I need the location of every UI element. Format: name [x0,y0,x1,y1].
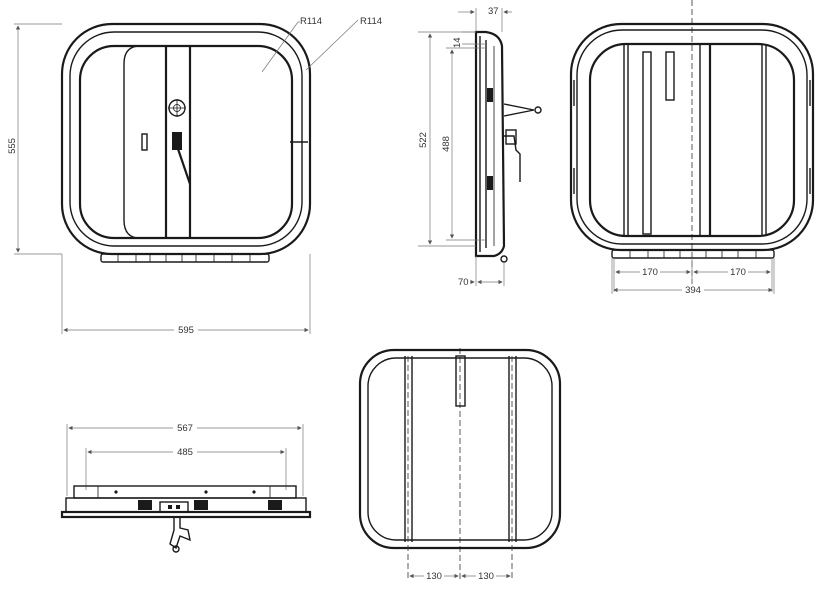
radius-label-2: R114 [360,16,382,27]
front-glass-pane [78,44,294,240]
side-handle [504,135,521,182]
rear-frame-view: 130 130 [358,348,562,582]
back-view: 170 170 394 [569,0,815,296]
flange-label: 14 [452,37,463,48]
inner-height-label: 488 [441,136,452,152]
outer-height-label: 522 [418,132,429,148]
front-latch-slot [141,133,148,151]
width-dimension-label: 595 [178,325,194,336]
back-hinge-strip [611,249,775,259]
radius-label-1: R114 [300,16,322,27]
bottom-inner-width-label: 485 [177,447,193,458]
rear-right-spacing-label: 130 [478,571,494,582]
bottom-top-plate [73,485,297,499]
back-mid-frame [576,29,808,245]
side-bottom-pivot [500,255,508,263]
bottom-hinge-left [138,500,152,510]
front-outer-frame [60,22,312,256]
back-rail-left [642,51,652,235]
rear-outer-frame [358,348,562,550]
bottom-view: 567 485 [60,422,312,553]
front-mid-frame [69,31,303,247]
side-hinge-upper [487,88,493,102]
side-view: 37 14 522 488 70 [418,6,542,288]
side-vent-knob [503,103,535,117]
rear-inner-frame [367,357,553,541]
bottom-latch-housing [159,501,189,513]
front-view: R114 R114 555 595 [7,16,382,336]
bottom-handle [169,517,191,550]
height-dimension-label: 555 [7,138,18,154]
front-handle-lever [175,145,192,185]
offset-label: 70 [458,277,469,288]
front-sash-left-edge [123,45,166,239]
side-hinge-lower [487,176,493,190]
radius-leader-2 [305,19,359,71]
front-handle-base [172,132,182,150]
bottom-flange [60,510,312,519]
radius-leader-1 [261,21,299,73]
back-latch-bar [665,51,675,101]
front-hinge-strip [100,253,270,263]
bottom-outer-width-label: 567 [177,423,193,434]
depth-label: 37 [488,6,499,17]
rear-latch-bar [455,355,466,407]
back-span-label: 394 [685,285,701,296]
back-left-spacing-label: 170 [642,267,658,278]
bottom-hinge-mid [194,500,208,510]
side-profile-outer [474,30,506,258]
rear-left-spacing-label: 130 [426,571,442,582]
back-glass-pane [588,42,796,238]
back-right-spacing-label: 170 [730,267,746,278]
bottom-hinge-right [268,500,282,510]
